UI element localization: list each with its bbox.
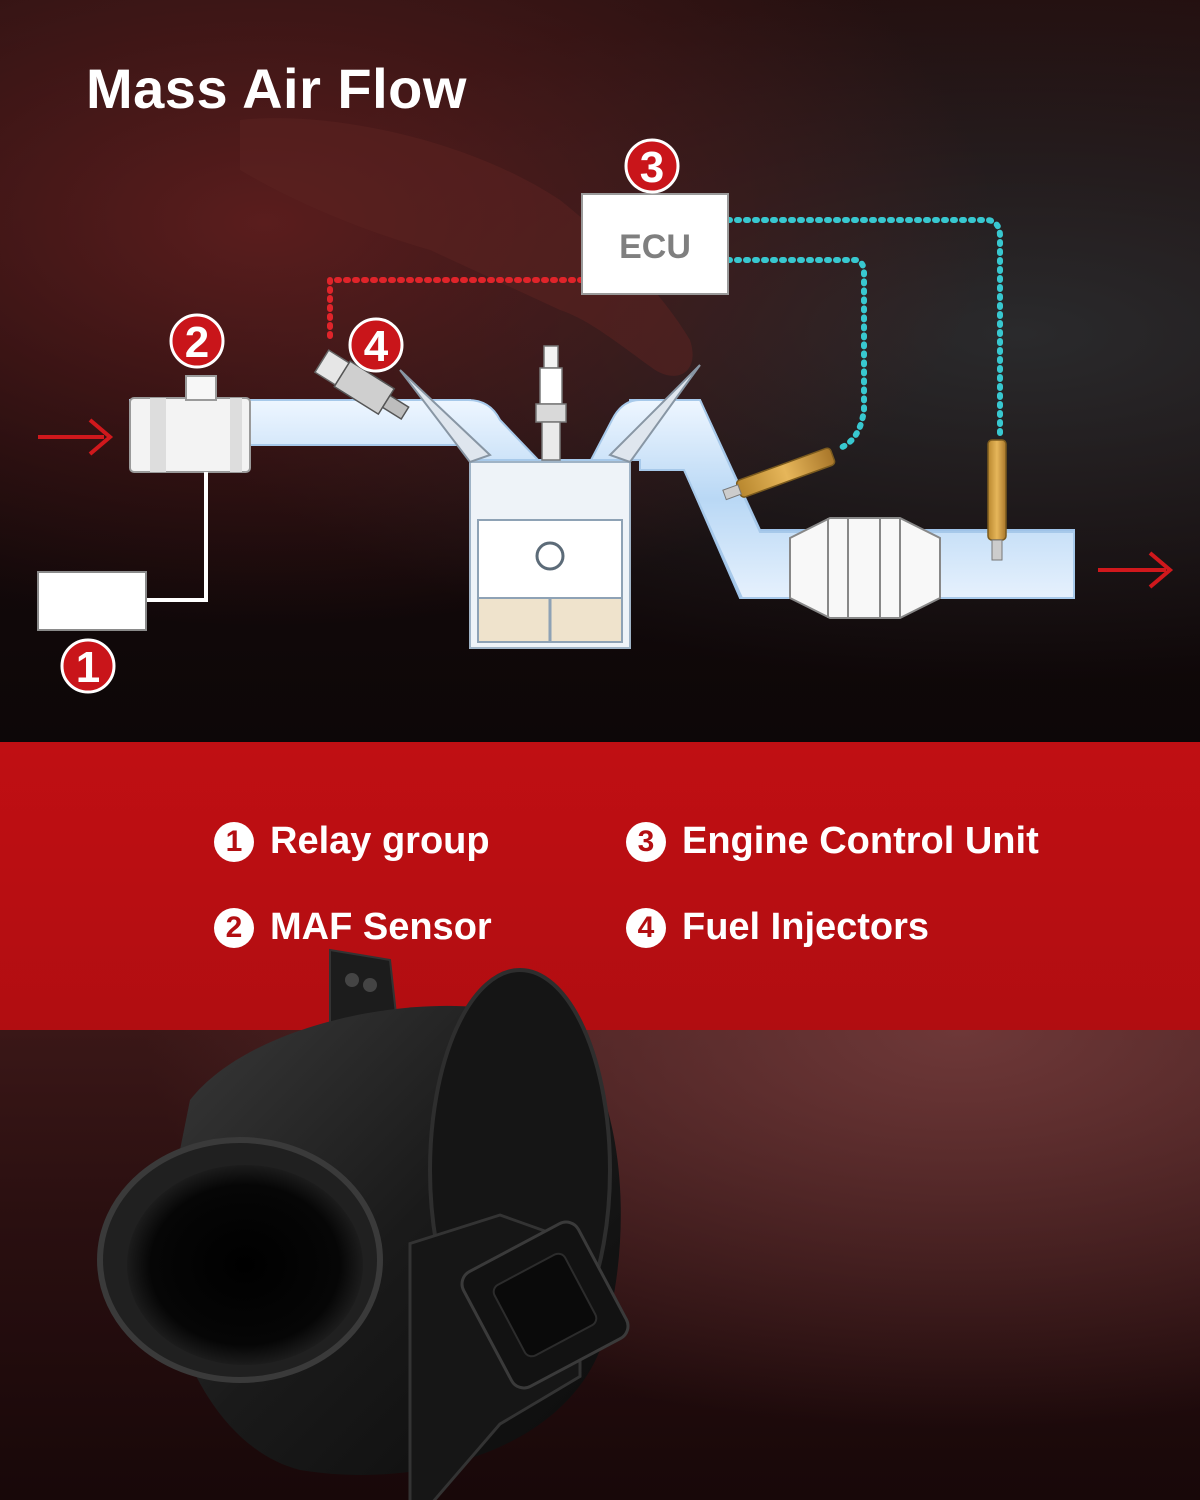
svg-text:1: 1 (76, 643, 100, 692)
inlet-arrow-icon (38, 418, 114, 456)
legend-number-badge: 1 (214, 821, 254, 862)
legend-label: Fuel Injectors (682, 906, 930, 948)
mass-air-flow-diagram: ECU 1 2 3 4 (37, 118, 1174, 694)
piston-pin-icon (535, 541, 565, 571)
legend-label: Relay group (270, 820, 490, 862)
legend-item-relay-group: 1 Relay group (214, 820, 490, 863)
maf-sensor-product-image (97, 948, 630, 1500)
oxygen-sensor-upstream-icon (722, 447, 836, 501)
legend-number-badge: 2 (214, 907, 254, 948)
marker-1: 1 (60, 638, 116, 694)
ecu-to-downstream-sensor-wire (725, 217, 1003, 441)
legend-label: MAF Sensor (270, 906, 492, 948)
fuel-injector-icon (313, 349, 410, 421)
legend-item-maf-sensor: 2 MAF Sensor (214, 906, 492, 949)
oxygen-sensor-downstream-icon (987, 439, 1007, 561)
spark-plug-icon (535, 345, 567, 461)
bore-opening (127, 1165, 363, 1365)
legend-number-badge: 4 (626, 907, 666, 948)
maf-sensor-housing (129, 375, 251, 473)
svg-text:3: 3 (640, 143, 664, 192)
relay-group-box (37, 571, 147, 631)
relay-wire (146, 472, 208, 602)
hand-silhouette (240, 118, 693, 376)
svg-text:2: 2 (185, 318, 209, 367)
page-title: Mass Air Flow (86, 57, 467, 120)
legend-label: Engine Control Unit (682, 820, 1039, 862)
ecu-to-injector-wire (327, 277, 585, 341)
exhaust-valve-icon (608, 364, 701, 464)
ecu-box (581, 193, 729, 295)
ecu-label: ECU (619, 228, 691, 266)
intake-valve-icon (399, 369, 492, 464)
outlet-arrow-icon (1098, 551, 1174, 589)
marker-2: 2 (169, 313, 225, 369)
legend-panel: 1 Relay group 2 MAF Sensor 3 Engine Cont… (0, 742, 1200, 1030)
legend-number-badge: 3 (626, 821, 666, 862)
catalytic-converter-icon (789, 517, 941, 619)
marker-3: 3 (624, 138, 680, 194)
legend-item-fuel-injectors: 4 Fuel Injectors (626, 906, 929, 949)
svg-text:4: 4 (364, 322, 389, 371)
diagram-panel: ECU 1 2 3 4 Mass Air Flow (0, 0, 1200, 742)
legend-item-engine-control-unit: 3 Engine Control Unit (626, 820, 1039, 863)
marker-4: 4 (348, 317, 404, 373)
ecu-to-upstream-sensor-wire (725, 257, 867, 451)
